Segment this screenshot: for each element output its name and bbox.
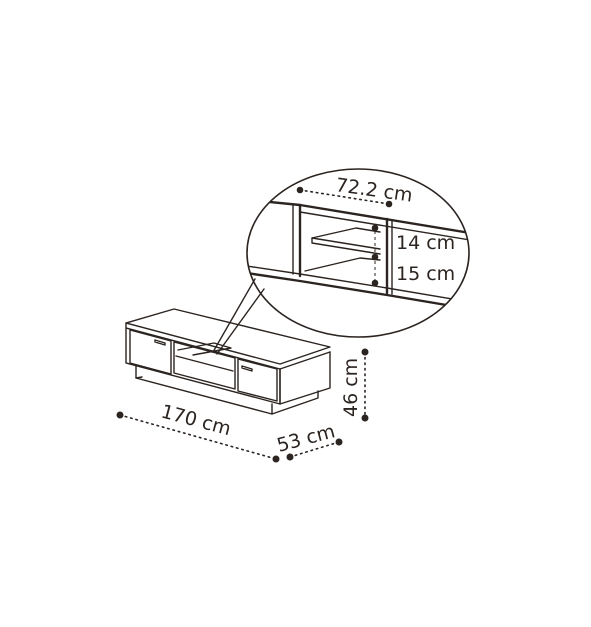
plinth-side bbox=[135, 376, 319, 415]
shelf-lower-label: 15 cm bbox=[396, 263, 455, 285]
middle-shelf bbox=[175, 355, 234, 372]
shelf-dim-dot-top bbox=[371, 224, 379, 232]
plinth-front bbox=[135, 365, 273, 415]
detail-shelf bbox=[311, 237, 381, 255]
left-door bbox=[129, 329, 172, 375]
shelf-dim-dot-bottom bbox=[371, 279, 379, 287]
detail-width-dot-right bbox=[385, 200, 393, 208]
length-dot-left bbox=[116, 411, 124, 419]
middle-compartment bbox=[173, 341, 236, 390]
depth-dot-left bbox=[286, 453, 294, 461]
detail-width-dot-left bbox=[296, 186, 304, 194]
magnified-compartment bbox=[247, 197, 469, 311]
leader-line-right bbox=[216, 288, 265, 355]
height-dot-top bbox=[361, 348, 369, 356]
magnifier-circle bbox=[246, 168, 470, 338]
detail-width-label: 72.2 cm bbox=[334, 174, 414, 207]
length-dim-line bbox=[119, 414, 277, 460]
shelf-upper-label: 14 cm bbox=[396, 232, 455, 254]
detail-top-inner bbox=[299, 211, 469, 241]
tv-stand-cabinet bbox=[125, 308, 331, 415]
detail-width-dim-line bbox=[299, 189, 390, 205]
detail-bottom-edge-thick bbox=[247, 270, 469, 311]
right-door-handle bbox=[241, 365, 253, 372]
length-label: 170 cm bbox=[159, 401, 234, 441]
right-door bbox=[237, 358, 278, 402]
cabinet-top bbox=[125, 308, 331, 365]
magnifier-leader bbox=[212, 278, 265, 355]
length-dot-right bbox=[272, 455, 280, 463]
height-dot-bottom bbox=[361, 414, 369, 422]
detail-bottom-back bbox=[304, 257, 381, 272]
depth-dot-right bbox=[335, 438, 343, 446]
height-label: 46 cm bbox=[340, 358, 362, 417]
left-door-handle bbox=[154, 339, 166, 346]
overall-dimensions bbox=[116, 348, 369, 463]
detail-shelf-back bbox=[311, 227, 381, 239]
cabinet-top-edge bbox=[125, 322, 331, 370]
leader-line-left bbox=[212, 278, 256, 353]
cabinet-front bbox=[125, 327, 281, 405]
detail-bottom-edge bbox=[247, 264, 469, 303]
cabinet-side bbox=[279, 351, 331, 405]
shelf-dim-dot-mid bbox=[371, 253, 379, 261]
